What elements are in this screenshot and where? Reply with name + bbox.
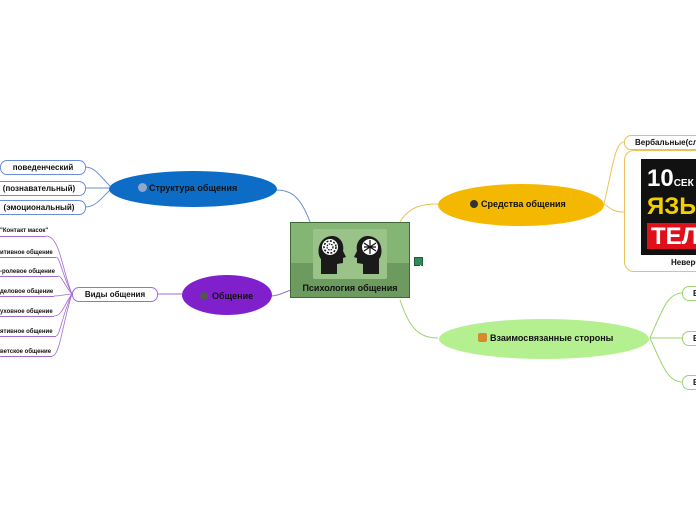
connector-structure-leaf-3	[84, 189, 111, 208]
types-of-communication[interactable]: Виды общения	[72, 287, 158, 302]
book-title-sek: СЕК	[673, 178, 694, 189]
connector-structure	[275, 189, 311, 223]
structure-leaf-emotional[interactable]: (эмоциональный)	[0, 200, 86, 215]
people-icon	[138, 183, 147, 192]
communication-node[interactable]: Общение	[200, 291, 253, 301]
connector-nonverbal	[603, 203, 625, 213]
central-title: Психология общения	[302, 283, 398, 293]
sides-label: Взаимосвязанные стороны	[490, 333, 614, 343]
structure-label: Структура общения	[149, 183, 238, 193]
nonverbal-leaf[interactable]: 10СЕК ЯЗЫ ТЕЛ Неверб	[624, 150, 696, 272]
sides-node-shape	[439, 319, 649, 359]
comm-icon	[200, 292, 208, 300]
connector-side-3	[649, 337, 683, 383]
book-title-number: 10	[647, 165, 674, 192]
heads-image	[313, 229, 387, 279]
connector-sides	[399, 299, 439, 339]
structure-node-shape	[109, 171, 277, 207]
connector-type-1	[45, 235, 73, 295]
book-title-tel-bg	[647, 223, 696, 249]
sides-leaf-2[interactable]: В	[682, 331, 696, 346]
speech-icon	[470, 200, 478, 208]
communication-node-shape	[182, 275, 272, 315]
type-business[interactable]: деловое общение	[0, 289, 54, 295]
type-role[interactable]: -ролевое общение	[0, 269, 55, 275]
connector-type-6	[55, 293, 73, 337]
structure-leaf-cognitive[interactable]: (познавательный)	[0, 181, 86, 196]
connector-type-4	[53, 293, 73, 297]
sides-leaf-3[interactable]: В	[682, 375, 696, 390]
nonverbal-label: Неверб	[671, 258, 696, 267]
sides-node[interactable]: Взаимосвязанные стороны	[478, 333, 613, 343]
sides-leaf-1[interactable]: В	[682, 286, 696, 301]
type-contact-masks[interactable]: "Контакт масок"	[0, 228, 49, 234]
means-label: Средства общения	[481, 199, 566, 209]
type-spiritual[interactable]: уховное общение	[0, 309, 53, 315]
connector-type-2	[55, 256, 73, 295]
structure-leaf-behavioral[interactable]: поведенческий	[0, 160, 86, 175]
expand-icon[interactable]	[414, 257, 423, 271]
connector-type-3	[57, 275, 73, 295]
verbal-leaf[interactable]: Вербальные(сл	[624, 135, 696, 150]
connector-means	[399, 203, 439, 223]
book-title-tel: ТЕЛ	[651, 223, 696, 250]
connector-type-7	[51, 293, 73, 357]
type-manipulative[interactable]: ятивное общение	[0, 329, 53, 335]
connector-type-5	[53, 293, 73, 317]
two-people-icon	[478, 333, 487, 342]
connector-communication	[269, 289, 292, 297]
book-cover-image: 10СЕК ЯЗЫ ТЕЛ	[641, 159, 696, 255]
connector-structure-leaf-1	[84, 166, 111, 187]
book-title-yazy: ЯЗЫ	[647, 193, 696, 220]
type-secular[interactable]: ветское общение	[0, 349, 52, 355]
central-node[interactable]: Психология общения	[290, 222, 410, 298]
type-primitive[interactable]: итивное общение	[0, 250, 53, 256]
structure-node[interactable]: Структура общения	[138, 183, 237, 193]
means-node-shape	[438, 184, 604, 226]
communication-label: Общение	[212, 291, 254, 301]
connector-side-1	[649, 292, 683, 339]
means-node[interactable]: Средства общения	[470, 199, 566, 209]
connector-verbal	[603, 141, 625, 205]
